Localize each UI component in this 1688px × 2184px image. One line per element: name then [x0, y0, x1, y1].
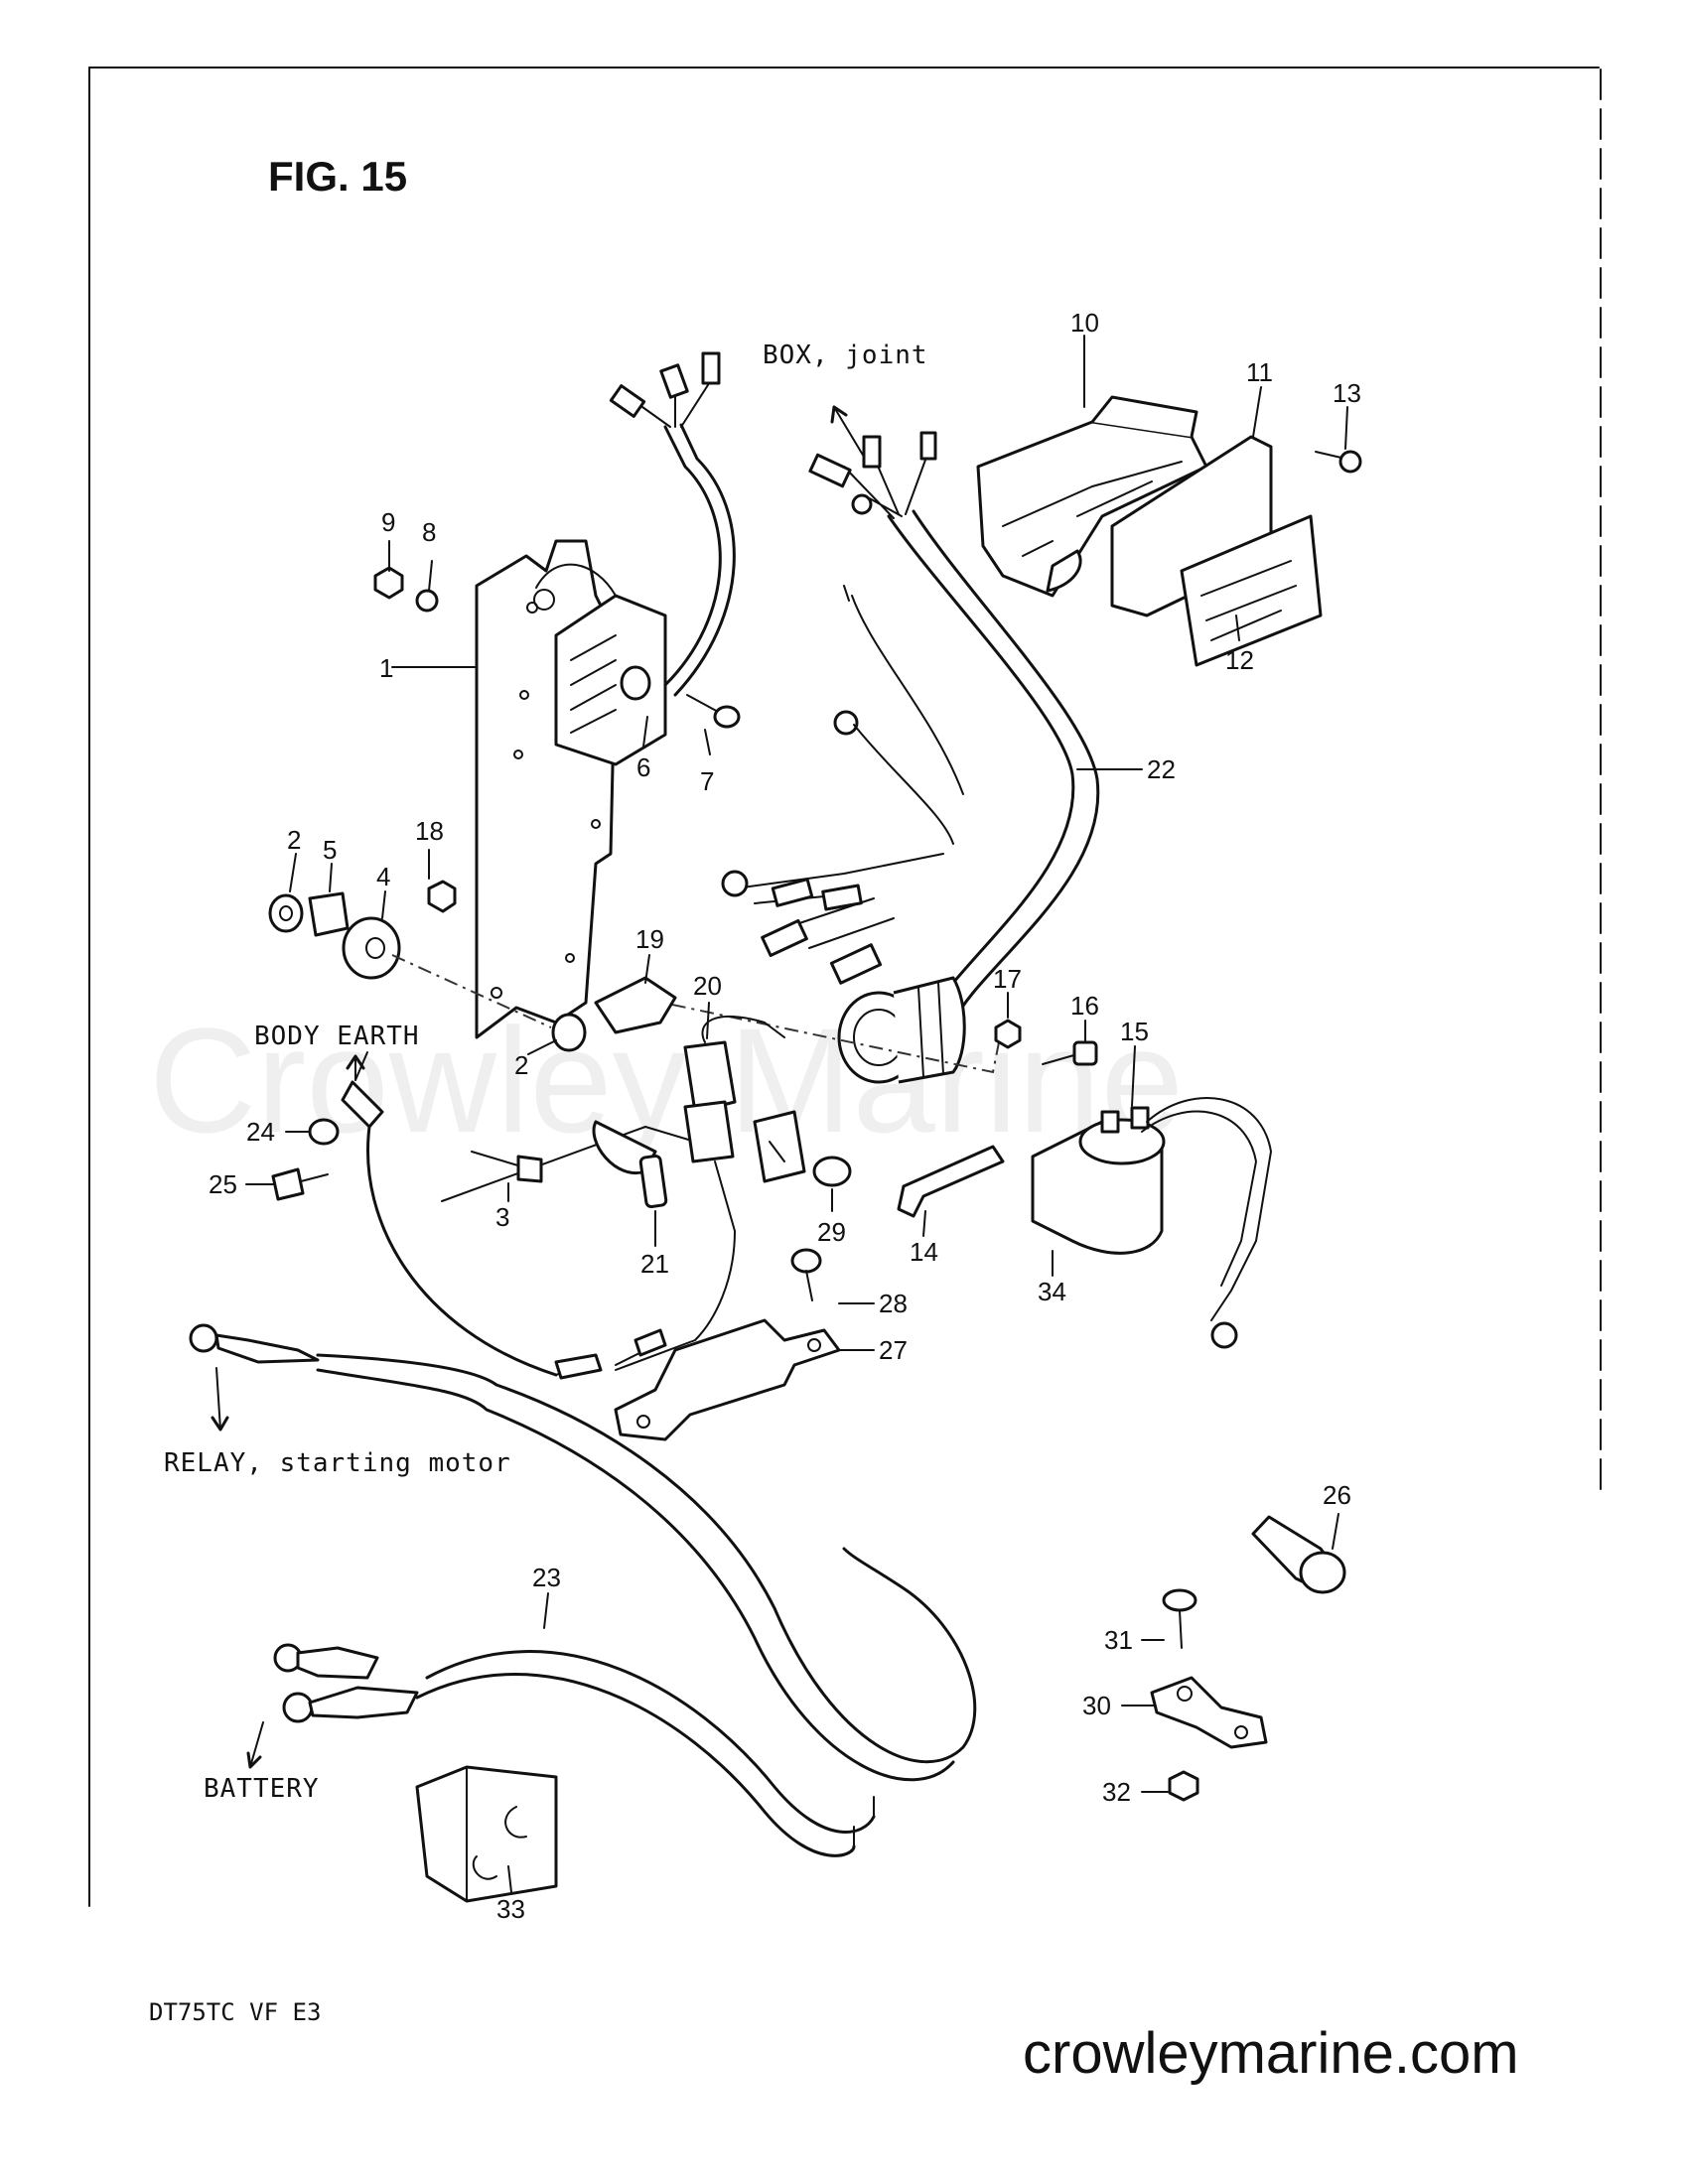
callout-29: 29 [817, 1217, 846, 1247]
label-box-joint: BOX, joint [763, 341, 928, 370]
figure-title: FIG. 15 [268, 153, 407, 200]
part-washer-24 [308, 1118, 340, 1146]
part-relay-34 [1031, 1097, 1272, 1349]
wire-body-earth [341, 1051, 558, 1377]
part-screw-28 [790, 1248, 822, 1301]
callout-10: 10 [1070, 308, 1099, 338]
callout-2-lower: 2 [514, 1050, 528, 1080]
callout-12: 12 [1225, 645, 1254, 675]
part-rectifier [533, 563, 667, 766]
callout-19: 19 [635, 924, 664, 954]
part-screw-7 [686, 694, 741, 729]
part-nut-32 [1168, 1770, 1199, 1802]
callout-13: 13 [1333, 378, 1361, 408]
callout-30: 30 [1082, 1691, 1111, 1720]
part-washer-8 [415, 589, 439, 613]
callout-24: 24 [246, 1117, 275, 1147]
callout-32: 32 [1102, 1777, 1131, 1807]
part-oring-29 [812, 1156, 852, 1187]
part-nut-9 [373, 566, 404, 600]
label-body-earth: BODY EARTH [254, 1022, 420, 1051]
part-bolt-3 [471, 1151, 543, 1183]
wire-rectifier-to-box [609, 351, 736, 697]
assembly-lines [391, 954, 1004, 1202]
model-code: DT75TC VF E3 [149, 1998, 321, 2026]
callout-8: 8 [422, 517, 436, 547]
part-plate-30 [1150, 1676, 1268, 1749]
callout-3: 3 [495, 1202, 509, 1232]
callout-25: 25 [209, 1169, 237, 1199]
callout-5: 5 [323, 835, 337, 865]
callout-14: 14 [910, 1237, 938, 1267]
page-frame [88, 67, 1602, 1907]
part-grommet-33 [415, 1765, 558, 1903]
callout-6: 6 [636, 752, 650, 782]
part-nut-17 [994, 1019, 1022, 1049]
leader-lines [245, 335, 1348, 1893]
site-url[interactable]: crowleymarine.com [1023, 2021, 1519, 2086]
part-fuse-holder-20 [615, 1015, 806, 1371]
callout-28: 28 [879, 1289, 908, 1318]
label-battery: BATTERY [204, 1774, 320, 1804]
callout-1: 1 [379, 653, 393, 683]
part-bolt-31 [1162, 1588, 1197, 1649]
callout-2-left: 2 [287, 825, 301, 855]
callout-16: 16 [1070, 991, 1099, 1021]
callout-26: 26 [1323, 1480, 1351, 1510]
arrows [211, 405, 865, 1769]
callout-4: 4 [376, 862, 390, 891]
callout-22: 22 [1147, 754, 1176, 784]
callout-11: 11 [1246, 357, 1273, 387]
callout-21: 21 [640, 1249, 669, 1279]
part-grommet-set [268, 880, 587, 1052]
part-harness-22 [721, 431, 1100, 1084]
part-pin-26 [1251, 1515, 1346, 1594]
callout-34: 34 [1038, 1277, 1066, 1306]
callout-17: 17 [993, 964, 1022, 994]
callout-27: 27 [879, 1335, 908, 1365]
part-bolt-16 [1042, 1040, 1098, 1066]
callout-7: 7 [700, 766, 714, 796]
callout-23: 23 [532, 1563, 561, 1592]
label-relay-starting-motor: RELAY, starting motor [164, 1448, 511, 1478]
part-bolt-25 [271, 1167, 329, 1201]
part-bracket-14 [897, 1145, 1005, 1218]
part-joint-box [976, 395, 1323, 667]
callout-31: 31 [1104, 1625, 1133, 1655]
callout-18: 18 [415, 816, 444, 846]
part-battery-cable-23 [189, 1323, 977, 1857]
callout-33: 33 [496, 1894, 525, 1924]
callout-20: 20 [693, 971, 722, 1001]
part-screw-13 [1315, 450, 1362, 474]
callout-9: 9 [381, 507, 395, 537]
part-fuse-21 [638, 1154, 668, 1209]
callout-15: 15 [1120, 1017, 1149, 1046]
